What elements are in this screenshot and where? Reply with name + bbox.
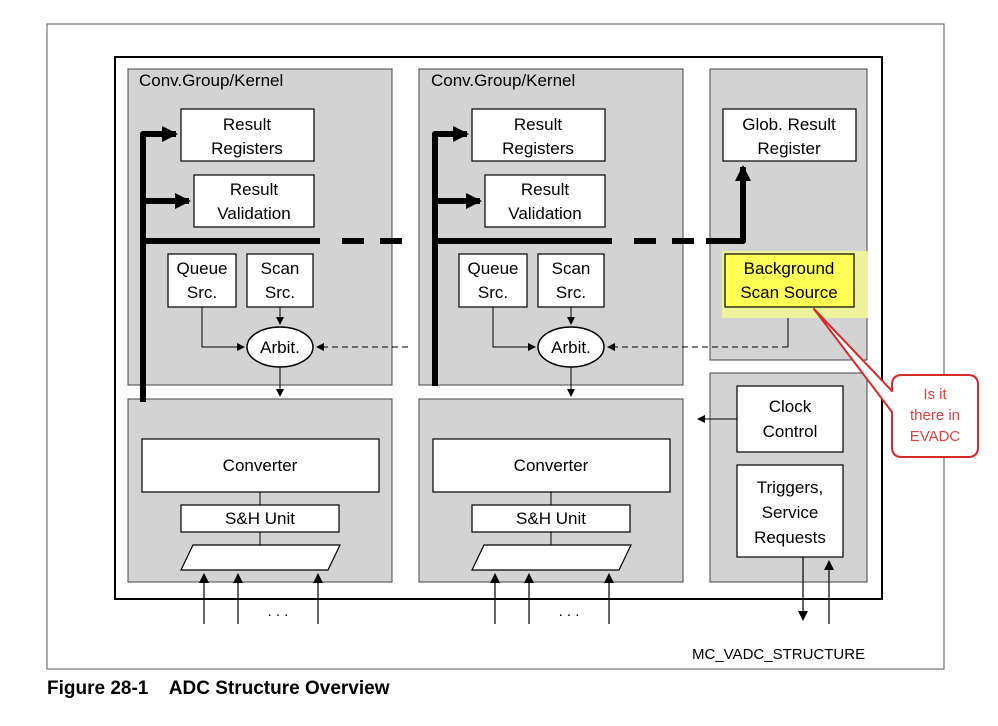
callout-text: Is it <box>923 386 947 403</box>
triggers-service-requests-box <box>736 464 844 558</box>
structure-label: MC_VADC_STRUCTURE <box>692 646 865 663</box>
scan-src-box-left <box>246 253 314 308</box>
figure-caption: Figure 28-1 ADC Structure Overview <box>47 678 389 700</box>
converter-label-mid: Converter <box>514 456 589 475</box>
triggers-service-requests-label: Service <box>762 503 819 522</box>
queue-src-label-mid: Queue <box>467 259 518 278</box>
group-left-title: Conv.Group/Kernel <box>139 71 283 90</box>
bus-to-global-result <box>706 165 751 244</box>
triggers-service-requests-label: Triggers, <box>757 478 823 497</box>
callout-text: there in <box>910 407 960 424</box>
figure-title: ADC Structure Overview <box>168 678 390 699</box>
result-registers-label-mid: Result <box>514 115 562 134</box>
scan-src-label-left: Src. <box>265 283 295 302</box>
callout-bubble <box>813 308 979 458</box>
result-registers-box-left <box>180 108 315 162</box>
background-scan-source-label: Background <box>744 259 835 278</box>
clock-control-label: Control <box>763 422 818 441</box>
result-registers-label-left: Result <box>223 115 271 134</box>
glob-result-register-label: Register <box>757 139 821 158</box>
bus-mid-vertical <box>432 126 469 386</box>
result-validation-label-left: Result <box>230 180 278 199</box>
callout-text: EVADC <box>910 428 961 445</box>
sh-unit-label-mid: S&H Unit <box>516 509 586 528</box>
scan-src-label-mid: Scan <box>552 259 591 278</box>
glob-result-register-box <box>722 108 857 162</box>
result-validation-label-left: Validation <box>217 204 290 223</box>
queue-src-box-left <box>167 253 237 308</box>
converter-label-left: Converter <box>223 456 298 475</box>
inputs-ellipsis-left: . . . <box>268 603 289 620</box>
queue-src-label-left: Src. <box>187 283 217 302</box>
arbiter-label-mid: Arbit. <box>551 338 591 357</box>
triggers-service-requests-label: Requests <box>754 528 826 547</box>
bus-left-vertical <box>140 126 178 402</box>
background-scan-source-label: Scan Source <box>740 283 837 302</box>
input-mux-left <box>180 544 341 571</box>
scan-src-label-mid: Src. <box>556 283 586 302</box>
scan-src-label-left: Scan <box>261 259 300 278</box>
result-registers-label-left: Registers <box>211 139 283 158</box>
sh-unit-label-left: S&H Unit <box>225 509 295 528</box>
input-mux-mid <box>471 544 632 571</box>
group-mid-title: Conv.Group/Kernel <box>431 71 575 90</box>
arbiter-label-left: Arbit. <box>260 338 300 357</box>
result-validation-label-mid: Result <box>521 180 569 199</box>
result-validation-box-mid <box>484 174 606 228</box>
queue-to-arbiter-mid <box>492 307 536 351</box>
result-registers-label-mid: Registers <box>502 139 574 158</box>
result-registers-box-mid <box>471 108 606 162</box>
result-validation-box-left <box>193 174 315 228</box>
converter-box-left <box>141 438 380 493</box>
queue-src-label-left: Queue <box>176 259 227 278</box>
result-validation-label-mid: Validation <box>508 204 581 223</box>
inputs-ellipsis-mid: . . . <box>559 603 580 620</box>
queue-to-arbiter-left <box>201 307 245 351</box>
queue-src-box-mid <box>458 253 528 308</box>
queue-src-label-mid: Src. <box>478 283 508 302</box>
sh-unit-box-mid <box>471 504 631 533</box>
sh-unit-box-left <box>180 504 340 533</box>
converter-box-mid <box>432 438 671 493</box>
glob-result-register-label: Glob. Result <box>742 115 836 134</box>
clock-control-label: Clock <box>769 397 812 416</box>
figure-number: Figure 28-1 <box>47 678 149 699</box>
background-scan-source-box <box>724 253 855 308</box>
clock-control-box <box>736 385 844 453</box>
